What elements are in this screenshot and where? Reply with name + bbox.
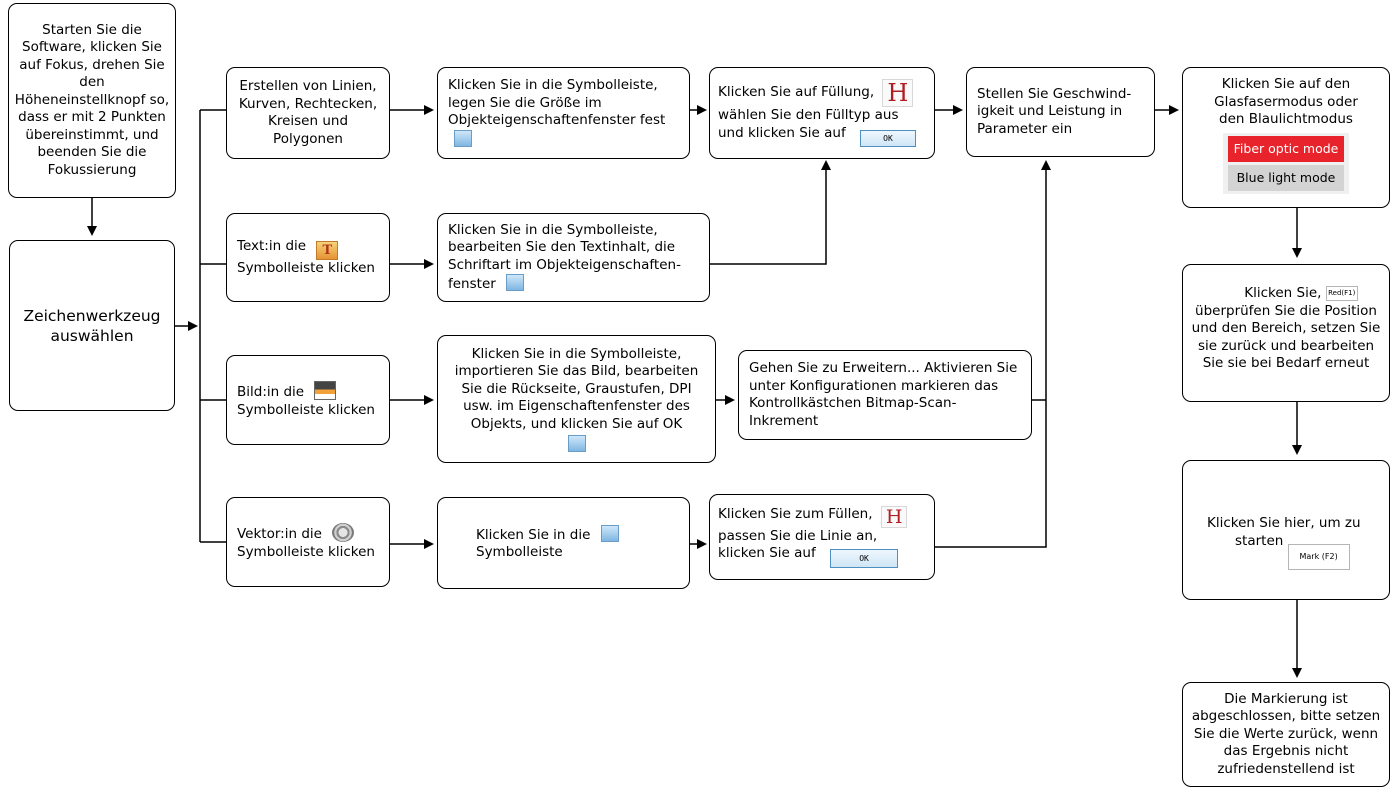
properties-icon: [454, 129, 472, 147]
ok-button: OK: [830, 549, 899, 569]
mode-panel: Fiber optic mode Blue light mode: [1223, 132, 1349, 194]
arrow-textprops-to-fill: [710, 160, 831, 265]
step-size-properties: Klicken Sie in die Symbolleiste, legen S…: [437, 67, 690, 159]
step-vector-tool: Vektor:in die Symbolleiste klicken: [226, 497, 390, 587]
step-speed-power: Stellen Sie Geschwind-igkeit und Leistun…: [966, 67, 1155, 157]
step-done-text: Die Markierung ist abgeschlossen, bitte …: [1191, 690, 1381, 777]
step-size-properties-text: Klicken Sie in die Symbolleiste, legen S…: [448, 77, 666, 128]
step-start-marking: Klicken Sie hier, um zu starten Mark (F2…: [1182, 460, 1390, 600]
step-bitmap-scan: Gehen Sie zu Erweitern... Aktivieren Sie…: [738, 350, 1032, 440]
step-check-position: Klicken Sie, Red(F1) überprüfen Sie die …: [1182, 264, 1390, 402]
step-lines-shapes-text: Erstellen von Linien, Kurven, Rechtecken…: [238, 78, 378, 147]
step-mode-select: Klicken Sie auf den Glasfasermodus oder …: [1182, 67, 1390, 208]
step-vector-toolbar-click: Klicken Sie in die Symbolleiste: [437, 497, 690, 589]
step-fill-line1: Klicken Sie auf Füllung,: [718, 84, 875, 101]
step-text-tool: Text:in die T Symbolleiste klicken: [226, 213, 390, 302]
step-start-marking-line2: starten: [1235, 532, 1284, 549]
step-speed-power-text: Stellen Sie Geschwind-igkeit und Leistun…: [977, 85, 1132, 137]
vector-tool-icon: [332, 523, 355, 542]
step-vector-tool-line1: Vektor:in die: [237, 523, 379, 544]
step-image-tool: Bild:in die Symbolleiste klicken: [226, 355, 390, 445]
fill-icon: H: [882, 79, 914, 108]
properties-icon: [600, 524, 619, 542]
step-vector-toolbar-line1: Klicken Sie in die: [476, 526, 591, 543]
step-image-tool-line2: Symbolleiste klicken: [237, 401, 375, 418]
step-text-properties-text: Klicken Sie in die Symbolleiste, bearbei…: [448, 221, 681, 293]
step-start-marking-line1: Klicken Sie hier, um zu: [1207, 515, 1361, 531]
step-image-properties: Klicken Sie in die Symbolleiste, importi…: [437, 335, 716, 463]
step-vector-fill-line3: klicken Sie auf: [718, 545, 816, 562]
step-vector-toolbar-line2: Symbolleiste: [476, 544, 563, 560]
step-fill: Klicken Sie auf Füllung, H wählen Sie de…: [709, 67, 935, 159]
step-start-software-text: Starten Sie die Software, klicken Sie au…: [14, 21, 170, 178]
red-preview-button: Red(F1): [1325, 285, 1358, 301]
step-vector-fill-line1: Klicken Sie zum Füllen,: [718, 505, 873, 522]
text-tool-icon: T: [316, 240, 339, 260]
properties-icon: [567, 435, 586, 453]
arrow-vfill-to-speed: [935, 160, 1051, 548]
fiber-optic-mode-button: Fiber optic mode: [1228, 135, 1344, 162]
step-check-position-rest: überprüfen Sie die Position und den Bere…: [1191, 302, 1381, 372]
step-lines-shapes: Erstellen von Linien, Kurven, Rechtecken…: [226, 67, 390, 159]
step-mode-select-text: Klicken Sie auf den Glasfasermodus oder …: [1214, 76, 1358, 127]
step-check-position-line1: Klicken Sie,: [1244, 285, 1322, 301]
step-vector-fill-line2: passen Sie die Linie an,: [718, 527, 878, 544]
mark-button: Mark (F2): [1287, 543, 1350, 570]
step-start-software: Starten Sie die Software, klicken Sie au…: [8, 3, 176, 198]
step-fill-line3: und klicken Sie auf: [718, 124, 846, 141]
step-vector-tool-line2: Symbolleiste klicken: [237, 543, 375, 560]
image-tool-icon: [314, 381, 337, 400]
properties-icon: [506, 274, 525, 291]
step-image-properties-text: Klicken Sie in die Symbolleiste, importi…: [454, 345, 699, 432]
step-vector-fill: Klicken Sie zum Füllen, H passen Sie die…: [709, 494, 935, 580]
step-bitmap-scan-text: Gehen Sie zu Erweitern... Aktivieren Sie…: [749, 360, 1018, 429]
step-text-tool-line1: Text:in die T: [237, 238, 379, 260]
step-fill-line2: wählen Sie den Fülltyp aus: [718, 107, 899, 124]
step-text-properties: Klicken Sie in die Symbolleiste, bearbei…: [437, 213, 710, 302]
fill-icon: H: [880, 505, 908, 528]
step-image-tool-line1: Bild:in die: [237, 381, 379, 402]
step-done: Die Markierung ist abgeschlossen, bitte …: [1182, 682, 1390, 787]
step-select-tool: Zeichenwerkzeug auswählen: [9, 240, 175, 411]
blue-light-mode-button: Blue light mode: [1228, 164, 1344, 191]
step-text-tool-line2: Symbolleiste klicken: [237, 259, 375, 276]
step-select-tool-text: Zeichenwerkzeug auswählen: [23, 306, 161, 345]
ok-button: OK: [860, 129, 916, 147]
